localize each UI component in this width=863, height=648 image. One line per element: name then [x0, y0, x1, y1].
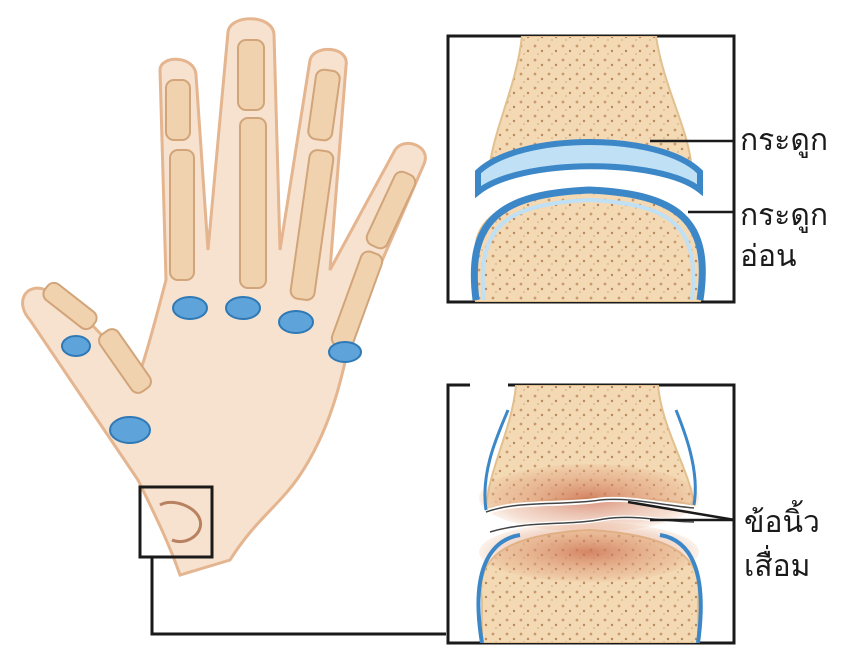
cartilage-label-line1: กระดูก: [740, 197, 828, 235]
osteoarthritis-label-line1: ข้อนิ้ว: [744, 504, 820, 542]
osteoarthritis-panel: [448, 378, 735, 643]
hand-illustration: [23, 19, 446, 634]
bone-label: กระดูก: [740, 122, 828, 160]
osteoarthritis-label-line2: เสื่อม: [744, 548, 810, 586]
cartilage-label-line2: อ่อน: [740, 238, 797, 276]
healthy-joint-panel: [448, 36, 735, 302]
